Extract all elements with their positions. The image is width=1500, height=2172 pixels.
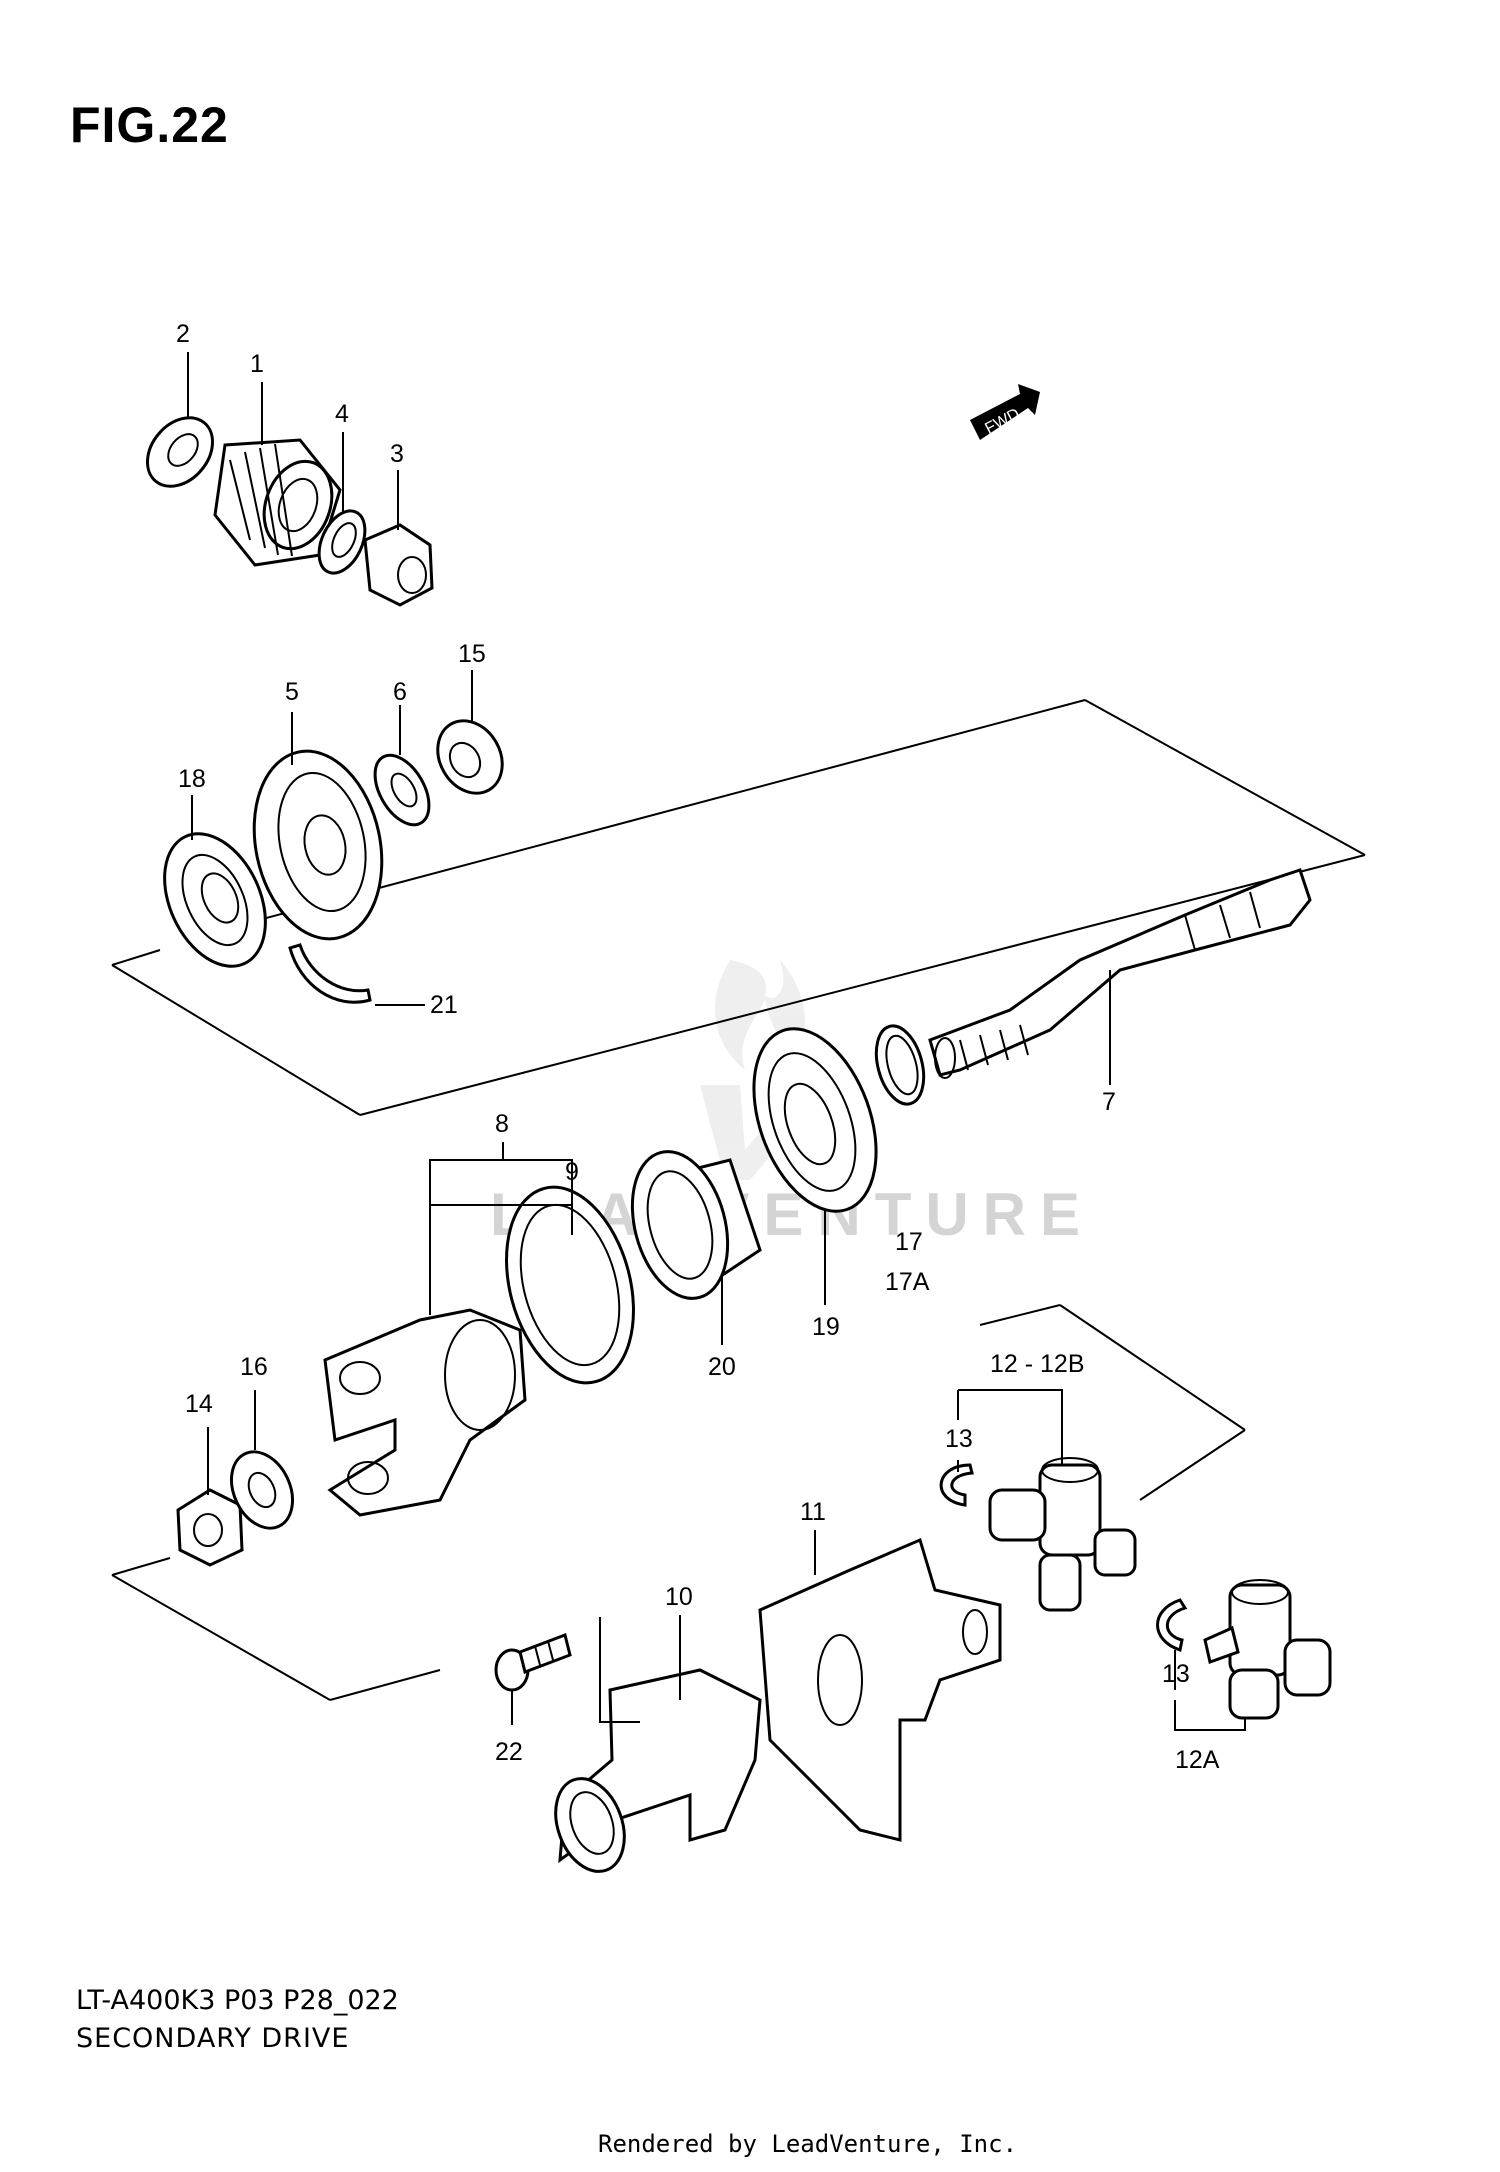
assembly-outline-lower (111, 1304, 1246, 1701)
assembly-outline-upper (111, 699, 1366, 1116)
fwd-arrow-icon: FWD (970, 384, 1040, 440)
diagram-description: SECONDARY DRIVE (76, 2023, 350, 2054)
callout-11: 11 (800, 1498, 826, 1526)
part-12a-universal-joint-cross (1203, 1579, 1332, 1720)
part-13-circlip-right (1156, 1598, 1188, 1652)
callout-10: 10 (665, 1583, 693, 1611)
callout-19: 19 (812, 1313, 840, 1341)
part-9-oil-seal (505, 1185, 635, 1385)
part-15-bearing (436, 719, 504, 795)
callout-16: 16 (240, 1353, 268, 1381)
callout-4: 4 (335, 400, 349, 428)
part-20-dust-seal (630, 1150, 762, 1300)
part-22-bolt (494, 1633, 572, 1692)
callout-12: 12 - 12B (990, 1350, 1085, 1378)
callout-17: 17 (895, 1228, 923, 1256)
callout-21: 21 (430, 991, 458, 1019)
callout-3: 3 (390, 440, 404, 468)
callout-9: 9 (565, 1158, 579, 1186)
part-14-nut (176, 1488, 244, 1567)
callout-5: 5 (285, 678, 299, 706)
callout-20: 20 (708, 1353, 736, 1381)
part-17-shim (874, 1024, 926, 1106)
part-18-bearing (163, 832, 267, 968)
figure-title: FIG.22 (70, 97, 229, 153)
part-8-joint-assembly (323, 1308, 527, 1517)
callout-labels: 2 1 4 3 15 5 6 18 21 7 8 9 17 17A 19 20 … (176, 320, 1220, 1774)
callout-7: 7 (1102, 1088, 1116, 1116)
leader-lines (187, 352, 1246, 1731)
part-4-washer (317, 509, 367, 575)
callout-2: 2 (176, 320, 190, 348)
callout-18: 18 (178, 765, 206, 793)
callout-22: 22 (495, 1738, 523, 1766)
part-6-washer (373, 753, 431, 827)
diagram-code: LT-A400K3 P03 P28_022 (76, 1985, 399, 2016)
part-19-bearing (752, 1027, 878, 1213)
callout-15: 15 (458, 640, 486, 668)
callout-6: 6 (393, 678, 407, 706)
callout-1: 1 (250, 350, 264, 378)
callout-8: 8 (495, 1110, 509, 1138)
part-7-secondary-shaft (928, 868, 1312, 1079)
callout-17a: 17A (885, 1268, 930, 1296)
part-12-universal-joint-cross (988, 1457, 1137, 1612)
part-21-circlip (288, 943, 372, 1004)
callout-13-lower: 13 (1162, 1660, 1190, 1688)
part-2-washer (145, 416, 215, 488)
part-13-circlip (939, 1463, 974, 1507)
part-11-universal-joint-yoke (758, 1537, 1002, 1842)
part-16-washer (230, 1450, 294, 1530)
callout-13-upper: 13 (945, 1425, 973, 1453)
render-credit: Rendered by LeadVenture, Inc. (598, 2130, 1018, 2158)
callout-12a: 12A (1175, 1746, 1220, 1774)
part-5-driven-gear (252, 749, 384, 941)
part-3-nut (363, 523, 434, 607)
callout-14: 14 (185, 1390, 213, 1418)
part-10-flange (554, 1668, 762, 1873)
